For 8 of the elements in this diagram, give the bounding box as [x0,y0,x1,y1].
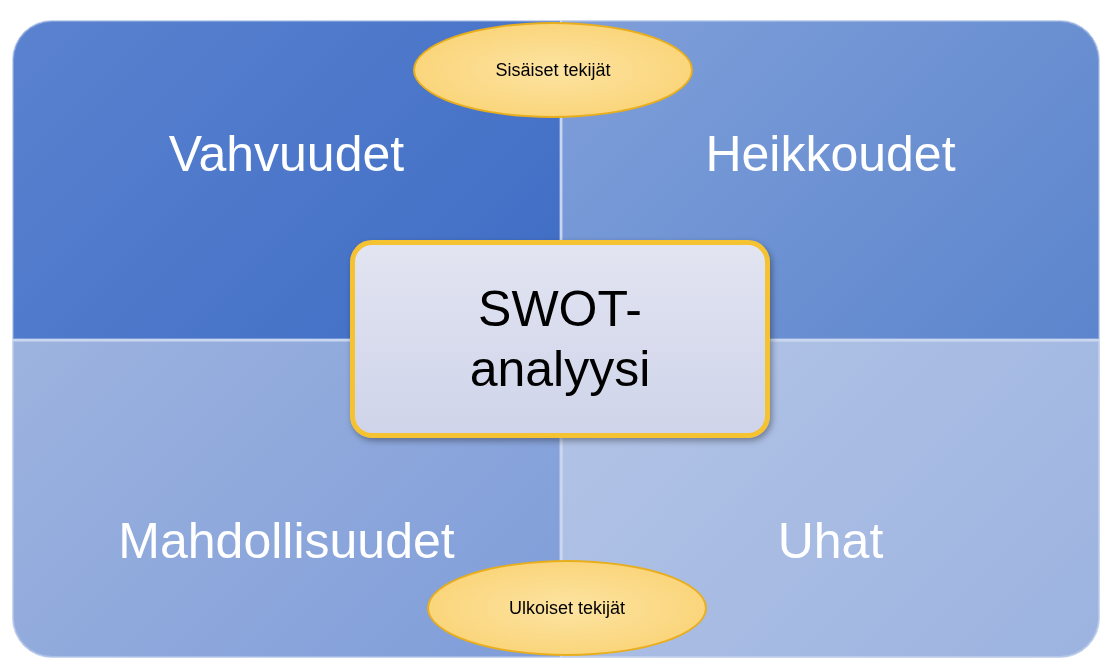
oval-text: Ulkoiset tekijät [508,597,625,619]
quadrant-title: Vahvuudet [168,127,405,182]
quadrant-title: Heikkoudet [705,127,956,182]
center-box [350,240,770,438]
oval-text: Sisäiset tekijät [495,59,611,81]
center-title: SWOT-analyysi [468,280,652,399]
quadrant-title: Uhat [777,514,884,569]
quadrant-title: Mahdollisuudet [118,514,455,569]
